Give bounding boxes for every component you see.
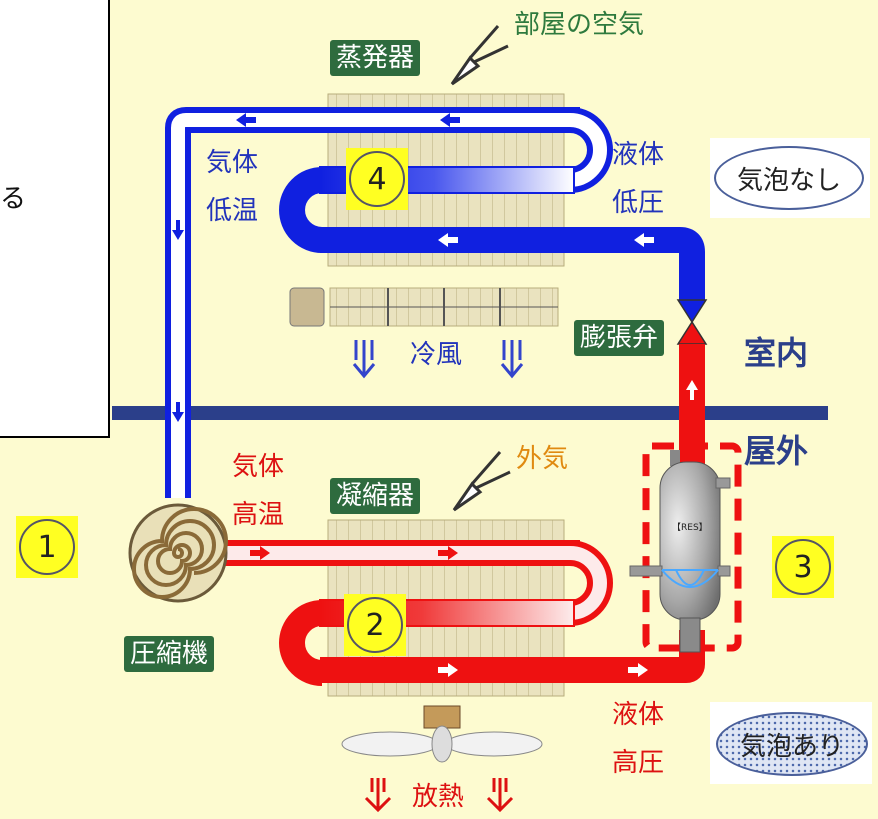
receiver-tank (629, 442, 742, 653)
marker-1-text: 1 (19, 519, 75, 575)
marker-2-text: 2 (347, 597, 403, 653)
liquid-low-pressure-text-1: 液体 (612, 140, 665, 170)
side-panel (0, 0, 110, 438)
marker-3: 3 (772, 536, 834, 598)
liquid-low-pressure-text-2: 低圧 (612, 188, 665, 218)
liquid-high-pressure-text-2: 高圧 (612, 748, 665, 778)
gas-high-temp-text-2: 高温 (232, 500, 285, 530)
no-bubbles-oval: 気泡なし (714, 146, 864, 210)
cold-air-text: 冷風 (410, 340, 463, 370)
heat-release-text: 放熱 (412, 782, 465, 812)
marker-4-text: 4 (349, 151, 405, 207)
cold-air-arrows (352, 340, 524, 379)
outdoor-text: 屋外 (744, 432, 809, 470)
gas-high-temp-text-1: 気体 (232, 452, 285, 482)
condenser-label: 凝縮器 (330, 478, 421, 514)
red-flow-arrows (250, 380, 698, 677)
compressor-label: 圧縮機 (124, 636, 215, 672)
indoor-fan (289, 287, 559, 327)
blue-flow-arrows (172, 113, 654, 422)
evaporator-inlet-line (320, 227, 705, 300)
side-panel-text: る (0, 184, 27, 214)
gas-low-temp-text-2: 低温 (206, 196, 259, 226)
expansion-valve-label: 膨張弁 (574, 320, 665, 356)
outside-air-pointer (452, 451, 511, 512)
heat-release-arrows (364, 778, 514, 813)
marker-2: 2 (344, 594, 406, 656)
marker-3-text: 3 (775, 539, 831, 595)
with-bubbles-oval: 気泡あり (716, 712, 868, 776)
indoor-text: 室内 (744, 334, 809, 372)
marker-4: 4 (346, 148, 408, 210)
outside-air-text: 外気 (516, 444, 569, 474)
room-air-pointer (450, 25, 509, 86)
liquid-high-pressure-text-1: 液体 (612, 700, 665, 730)
condenser-lower-bend (279, 600, 323, 686)
condenser-outlet-line (320, 630, 705, 683)
expansion-valve-symbol (676, 299, 708, 345)
marker-1: 1 (16, 516, 78, 578)
evaporator-lower-bend (279, 167, 323, 253)
compressor-symbol (128, 503, 228, 603)
gas-low-temp-text-1: 気体 (206, 148, 259, 178)
room-air-text: 部屋の空気 (514, 10, 645, 40)
evaporator-label: 蒸発器 (330, 40, 421, 76)
boundary-line (112, 406, 828, 420)
res-tag-text: 【RES】 (672, 523, 708, 533)
outdoor-fan (341, 705, 543, 763)
